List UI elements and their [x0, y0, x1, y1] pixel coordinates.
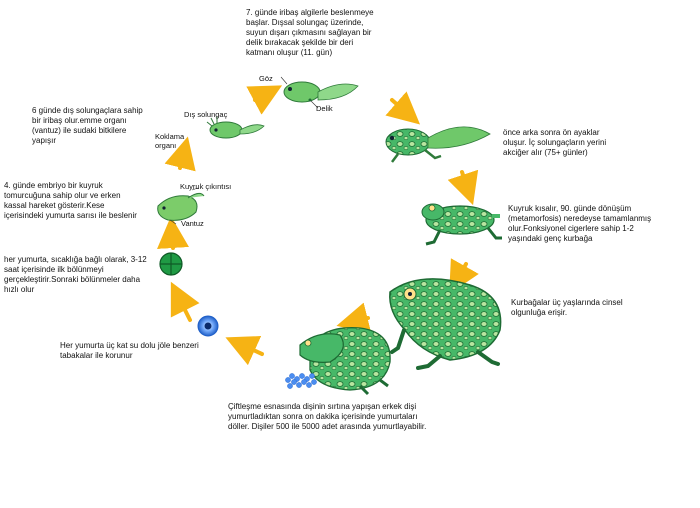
hole-label: Delik — [316, 104, 333, 113]
stage-day7-text: 7. günde iribaş algilerle beslenmeye baş… — [246, 8, 374, 57]
stage-legs-text: önce arka sonra ön ayaklar oluşur. İç so… — [503, 128, 607, 157]
single-egg — [197, 315, 219, 337]
stage-mating-text: Çiftleşme esnasında dişinin sırtına yapı… — [228, 402, 427, 431]
arrow-legs-to-froglet — [447, 169, 479, 206]
tadpole-with-legs — [385, 126, 491, 163]
external-gill-label: Dış solungaç — [184, 110, 228, 119]
stage-egg-divide-text: her yumurta, sıcaklığa bağlı olarak, 3-1… — [4, 255, 147, 294]
tadpole-with-hole — [280, 76, 359, 109]
tadpole-external-gills — [206, 117, 265, 139]
sucker-label: Vantuz — [181, 219, 204, 228]
stage-froglet-text: Kuyruk kısalır, 90. günde dönüşüm (metam… — [508, 204, 652, 243]
arrow-tadpole-to-hole — [246, 85, 283, 115]
arrow-adult-to-mating — [336, 302, 372, 334]
mating-frogs — [299, 327, 391, 396]
stage-egg-text: Her yumurta üç kat su dolu jöle benzeri … — [60, 341, 199, 360]
froglet — [421, 203, 502, 246]
stage-adult-text: Kurbağalar üç yaşlarında cinsel olgunluğ… — [511, 298, 623, 317]
adult-frog — [389, 278, 502, 370]
egg-cluster — [285, 373, 317, 389]
dividing-egg — [159, 252, 183, 276]
arrow-cells-to-embryo — [157, 216, 189, 250]
stage-day4-text: 4. günde embriyo bir kuyruk tomurcuğuna … — [4, 181, 137, 220]
arrow-froglet-to-adult — [449, 258, 479, 294]
eye-label: Göz — [259, 74, 273, 83]
tail-bud-label: Kuyruk çıkıntısı — [180, 182, 232, 191]
arrow-mating-to-egg — [225, 336, 264, 366]
arrow-hole-to-legs — [385, 91, 421, 125]
breath-organ-label: Koklama organı — [155, 132, 185, 150]
embryo — [157, 187, 205, 225]
stage-day6-text: 6 günde dış solungaçlara sahip bir iriba… — [32, 106, 143, 145]
arrow-egg-to-cells — [170, 281, 200, 322]
cycle-arrows — [157, 85, 479, 366]
arrow-embryo-to-tadpole — [164, 136, 196, 172]
